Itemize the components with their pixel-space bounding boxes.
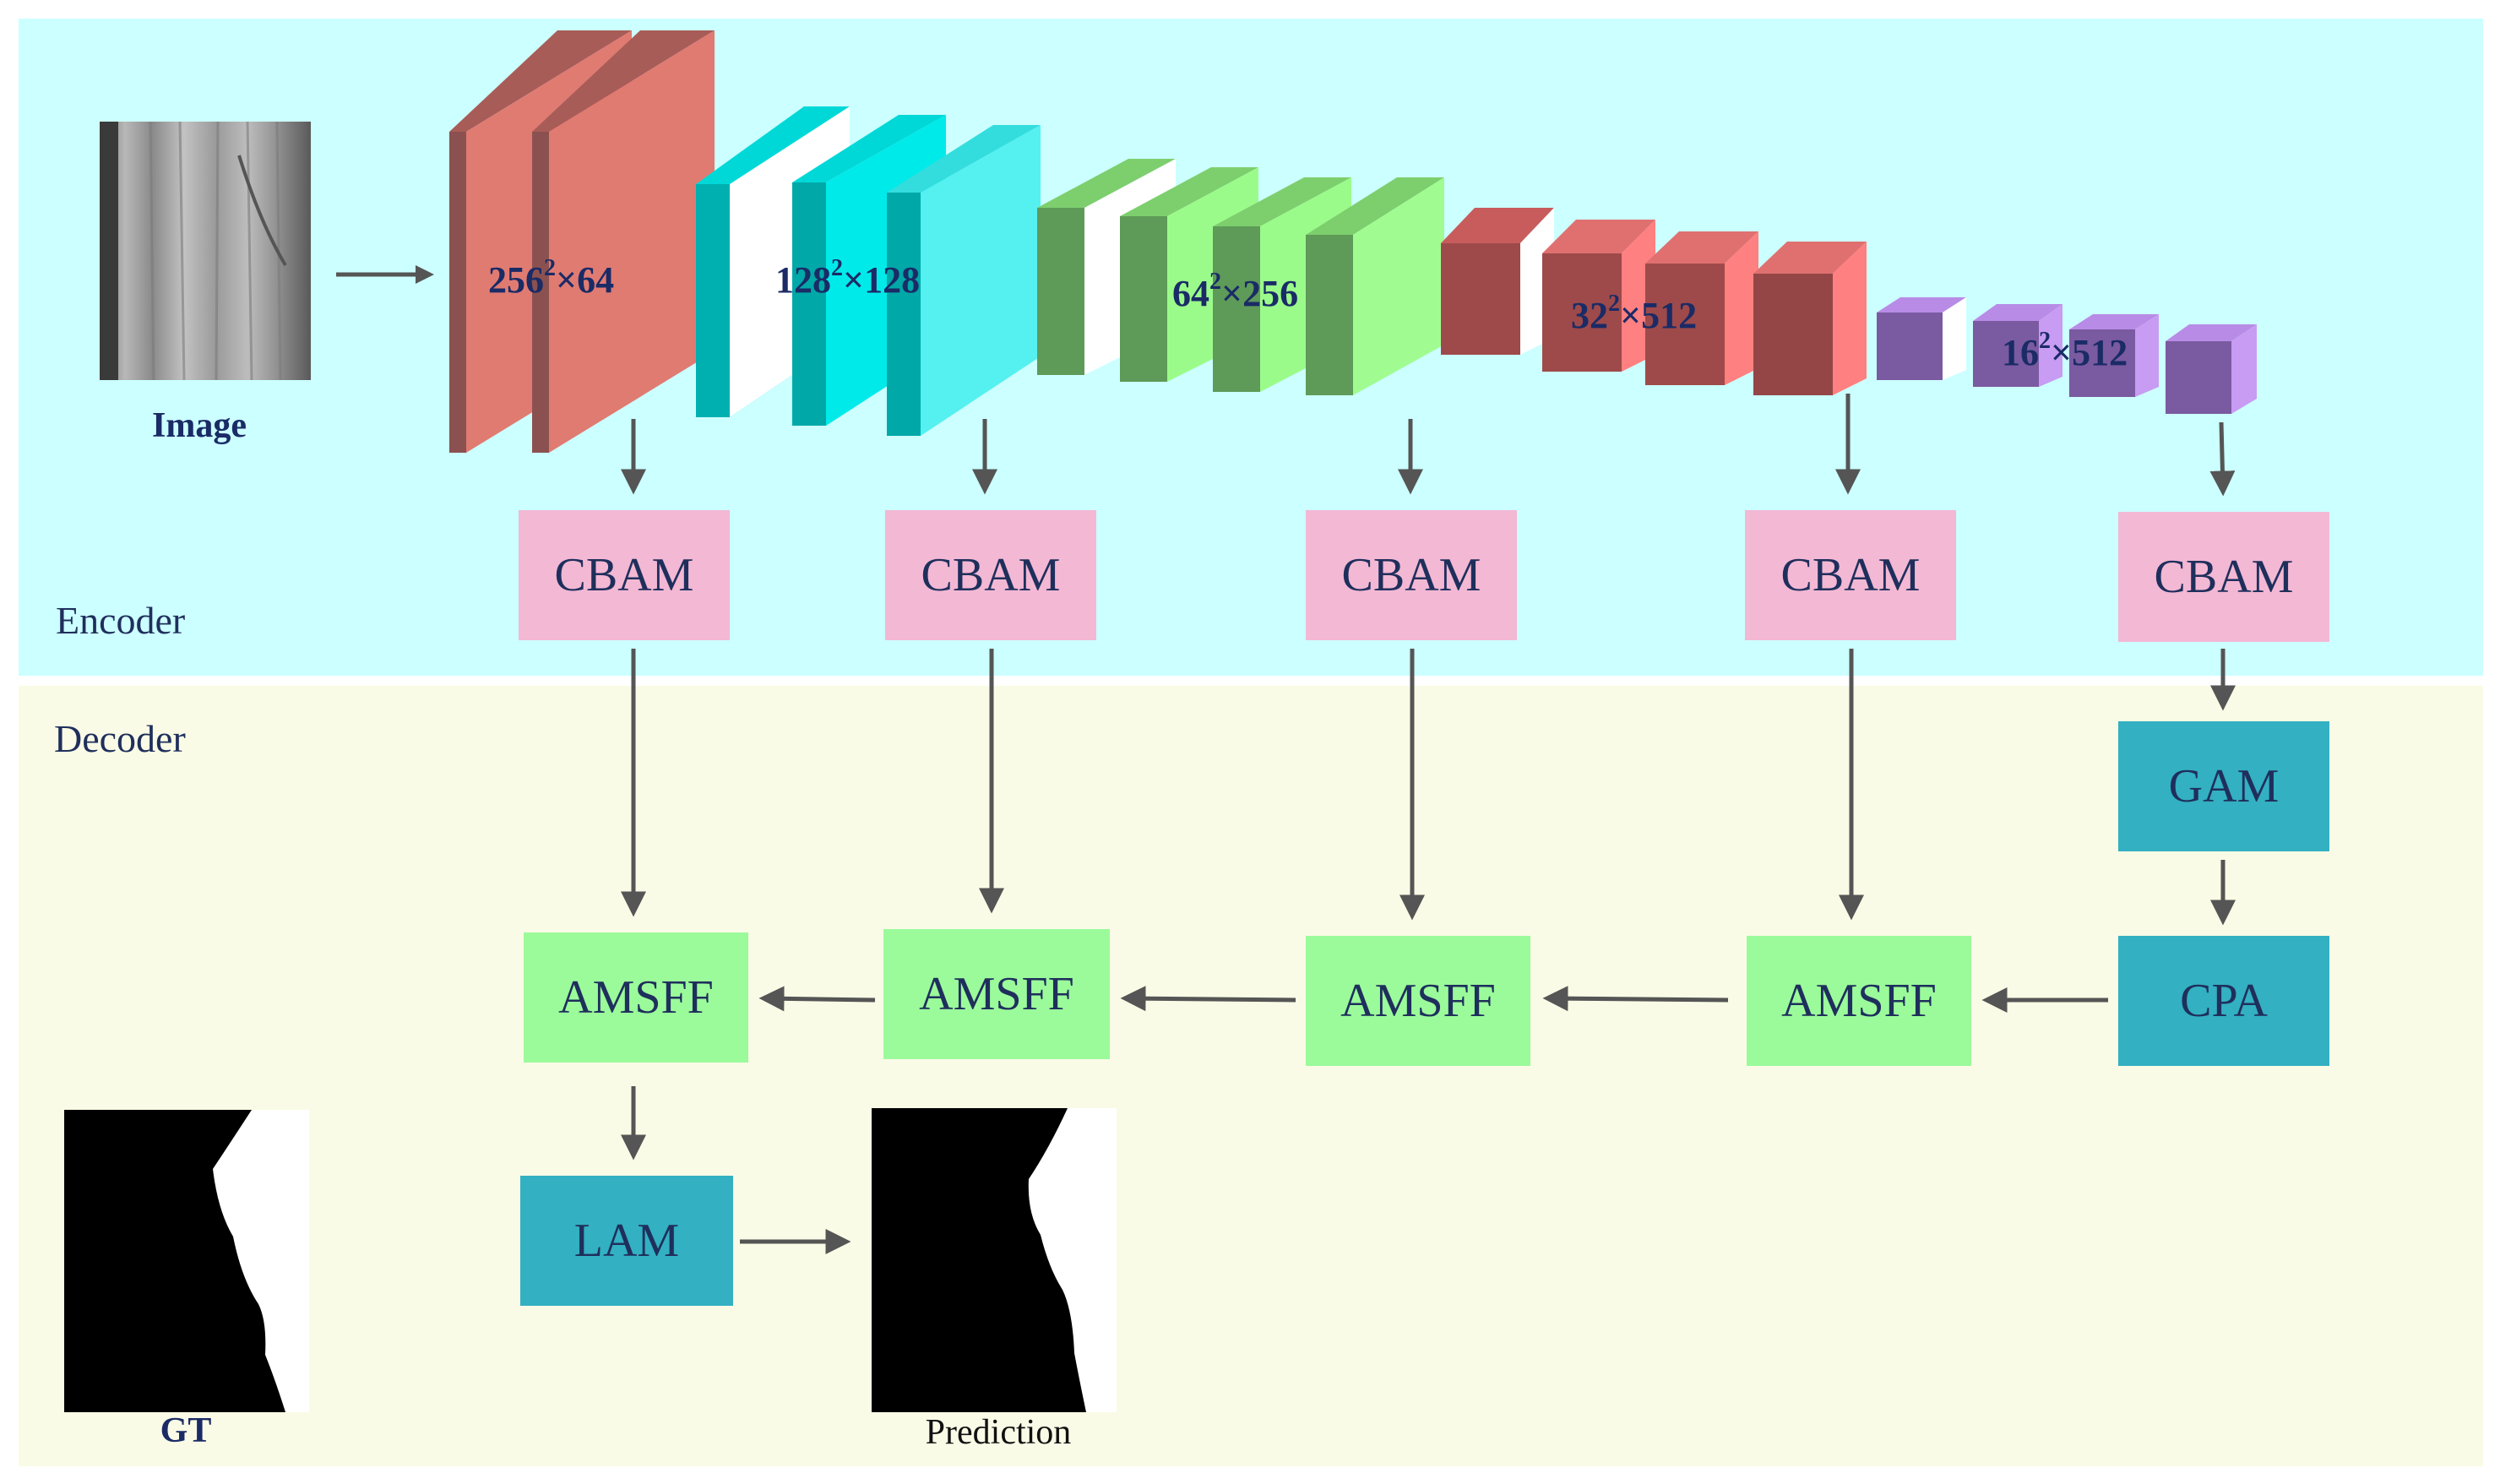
gam-box: GAM (2118, 721, 2329, 851)
stage2-blocks (696, 106, 1041, 436)
image-label: Image (152, 406, 247, 445)
amsff-box-2: AMSFF (883, 929, 1110, 1059)
amsff-box-4: AMSFF (1747, 936, 1971, 1066)
stage4-blocks (1441, 208, 1867, 395)
input-image (100, 122, 311, 380)
cpa-box: CPA (2118, 936, 2329, 1066)
cbam-box-5: CBAM (2118, 512, 2329, 642)
stage1-blocks (449, 30, 715, 453)
prediction-label: Prediction (925, 1413, 1072, 1452)
cbam-box-4: CBAM (1745, 510, 1956, 640)
cbam-box-1: CBAM (519, 510, 730, 640)
amsff-box-3: AMSFF (1306, 936, 1530, 1066)
dim-label-stage2: 1282×128 (775, 255, 921, 301)
dim-label-stage4: 322×512 (1571, 291, 1698, 336)
prediction-mask (872, 1108, 1117, 1412)
encoder-label: Encoder (56, 599, 186, 642)
arrow-image-to-encoder (336, 265, 434, 284)
dim-label-stage1: 2562×64 (488, 255, 615, 301)
stage3-blocks (1037, 159, 1444, 395)
cbam-box-2: CBAM (885, 510, 1096, 640)
dim-label-stage5: 162×512 (2002, 328, 2128, 373)
arrow-stage5-cbam (2209, 421, 2236, 497)
arrow-amsff4-amsff3 (1542, 986, 1729, 1012)
decoder-label: Decoder (54, 717, 186, 760)
cbam-box-3: CBAM (1306, 510, 1517, 640)
lam-box: LAM (520, 1176, 733, 1306)
arrow-amsff3-amsff2 (1120, 986, 1296, 1012)
amsff-box-1: AMSFF (524, 932, 748, 1063)
stage5-blocks (1877, 297, 2257, 414)
gt-mask (64, 1110, 309, 1412)
encoder-blocks (449, 30, 2257, 453)
gt-label: GT (160, 1411, 212, 1450)
dim-label-stage3: 642×256 (1172, 269, 1299, 314)
arrow-amsff2-amsff1 (758, 986, 876, 1012)
decoder-region (19, 686, 2483, 1466)
